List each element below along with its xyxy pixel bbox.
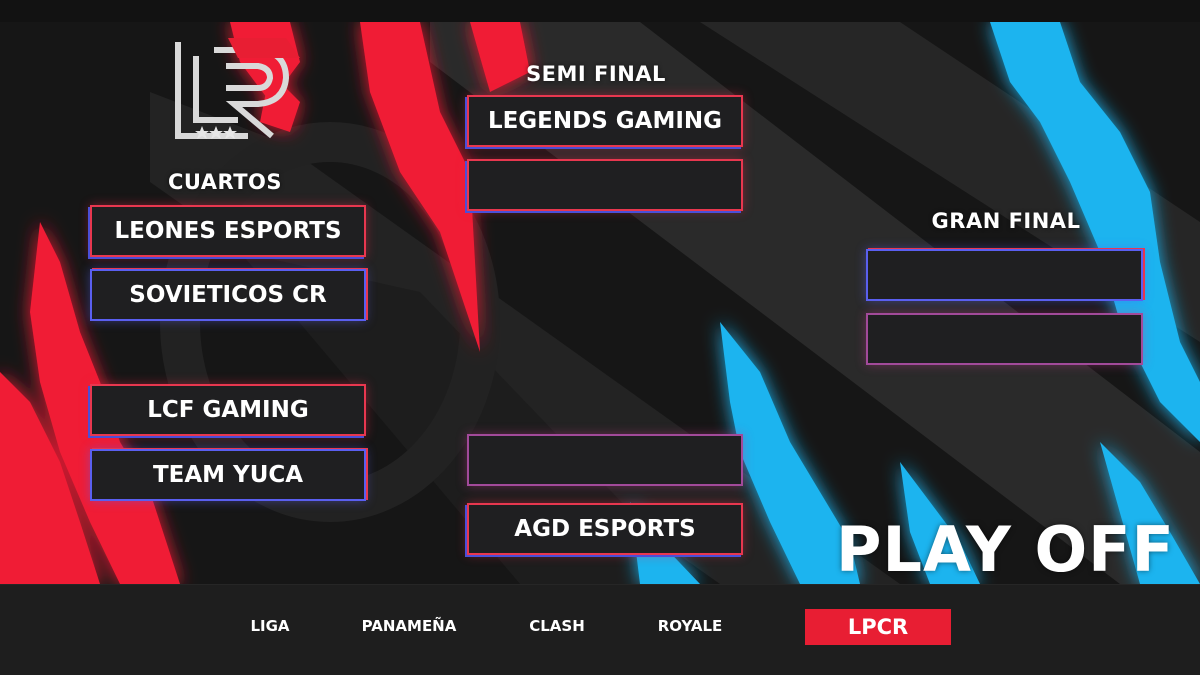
grand-final-heading: GRAN FINAL <box>931 209 1081 233</box>
semifinal-slot-4: AGD ESPORTS <box>467 503 743 555</box>
blue-streak <box>900 462 980 584</box>
blue-streak <box>630 502 700 584</box>
stage-title: PLAY OFF <box>836 513 1175 586</box>
semifinal-slot-3 <box>467 434 743 486</box>
footer-item-royale: ROYALE <box>657 617 723 635</box>
red-streak <box>0 372 100 584</box>
quarterfinal-slot-2: SOVIETICOS CR <box>90 269 366 321</box>
quarterfinals-heading: CUARTOS <box>167 170 283 194</box>
quarterfinal-slot-3: LCF GAMING <box>90 384 366 436</box>
red-streak <box>360 22 480 352</box>
grand-final-slot-2 <box>866 313 1143 365</box>
footer-item-panamena: PANAMEÑA <box>361 617 457 635</box>
blue-streak <box>990 22 1200 442</box>
top-strip <box>0 0 1200 22</box>
semifinal-slot-2 <box>467 159 743 211</box>
quarterfinal-slot-4: TEAM YUCA <box>90 449 366 501</box>
footer-active-badge: LPCR <box>805 609 951 645</box>
grey-ring <box>160 122 500 522</box>
red-streak <box>470 22 530 92</box>
footer-item-clash: CLASH <box>529 617 585 635</box>
blue-streak <box>1100 442 1200 584</box>
semifinal-slot-1: LEGENDS GAMING <box>467 95 743 147</box>
footer-bar: LIGA PANAMEÑA CLASH ROYALE LPCR <box>0 584 1200 675</box>
blue-streak <box>720 322 860 584</box>
quarterfinal-slot-1: LEONES ESPORTS <box>90 205 366 257</box>
grand-final-slot-1 <box>866 249 1143 301</box>
red-streak <box>260 72 300 132</box>
lcr-logo-icon <box>175 38 300 139</box>
footer-item-liga: LIGA <box>250 617 290 635</box>
semifinal-heading: SEMI FINAL <box>526 62 666 86</box>
